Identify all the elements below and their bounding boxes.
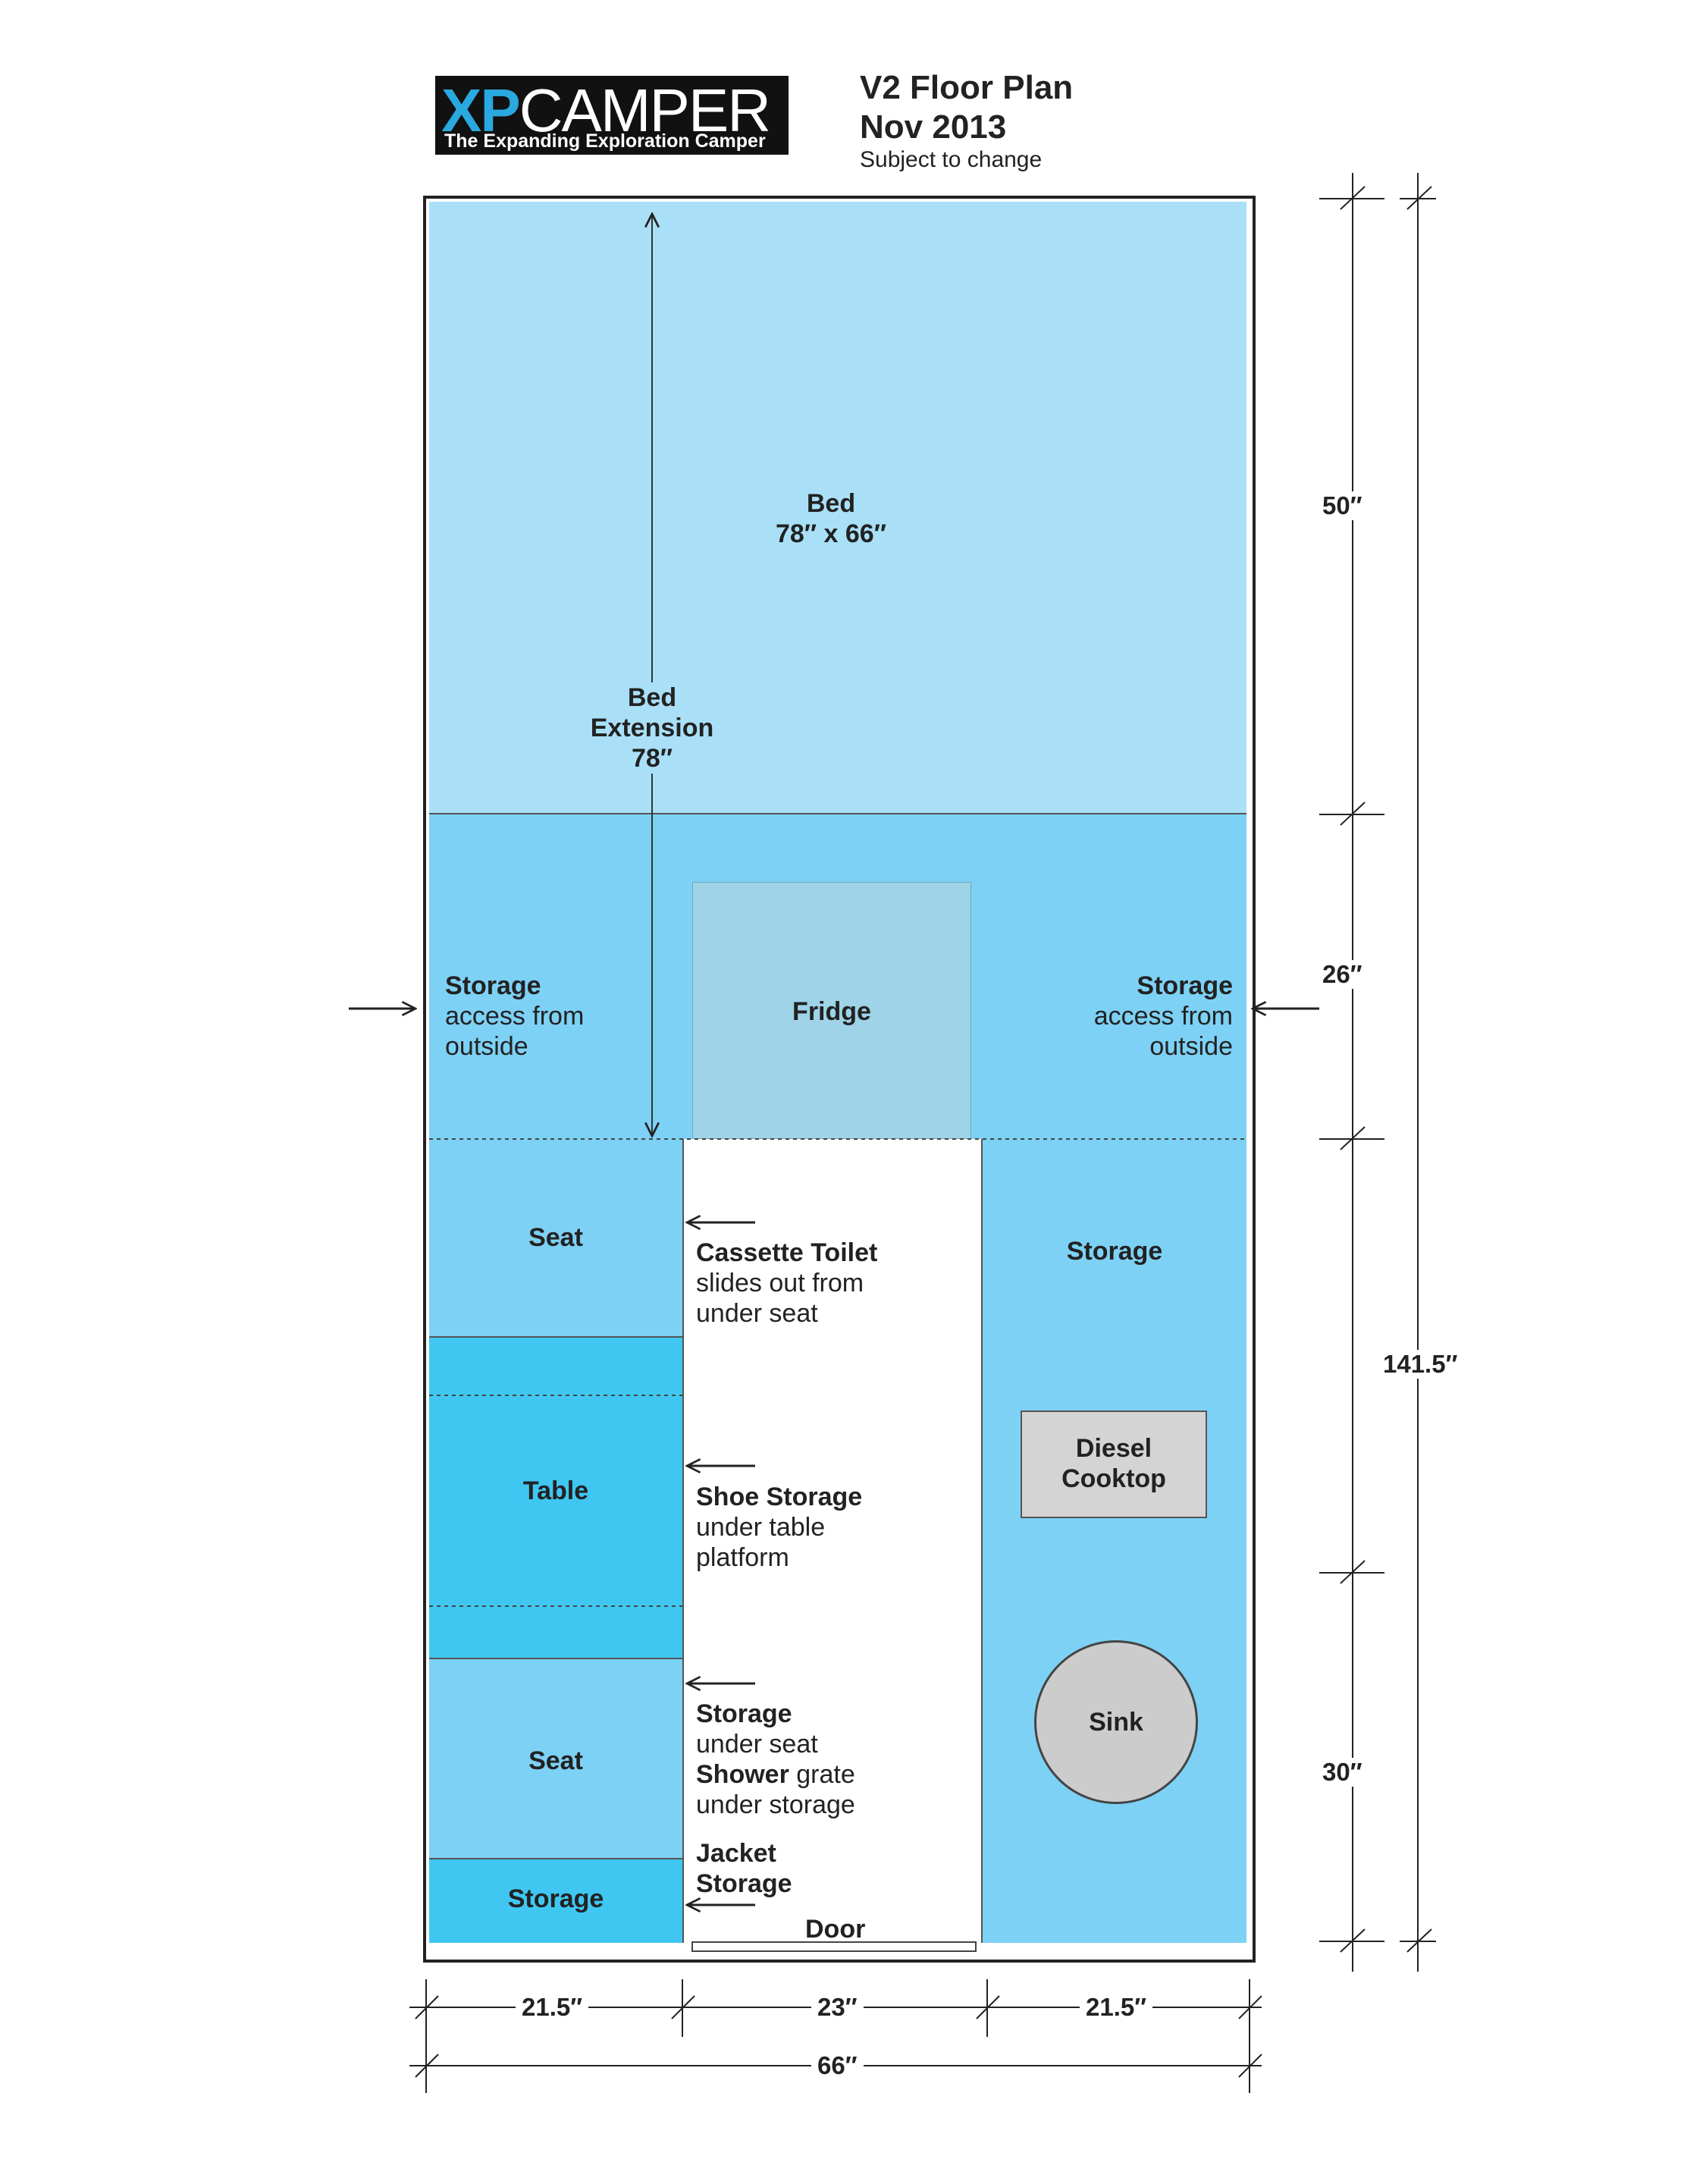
logo-camper: CAMPER [519,77,771,144]
dim-lower-length: 30″ [1316,1758,1369,1787]
logo-wordmark: XPCAMPER [441,74,771,147]
bed-extension-line1: Bed [627,683,677,712]
shower-note-line: Shower grate [696,1759,969,1790]
jacket-note-line2: Storage [696,1869,792,1898]
shoe-note-line2: platform [696,1543,789,1572]
diesel-cooktop [1021,1410,1207,1518]
kitchen-storage-label: Storage [1066,1237,1163,1266]
xpcamper-logo: XPCAMPER The Expanding Exploration Campe… [435,76,789,155]
storage-right-line2: outside [1149,1032,1233,1061]
shoe-storage-note: Shoe Storage under table platform [696,1482,969,1573]
kitchen-storage-zone [983,1139,1246,1943]
bed-size: 78″ x 66″ [775,519,886,548]
bed-extension-label: Bed Extension 78″ [561,682,743,774]
cooktop-line2: Cooktop [1061,1464,1166,1493]
door-opening [691,1941,977,1952]
sink-label: Sink [1089,1708,1143,1737]
storage-note-line3: under storage [696,1790,855,1819]
cooktop-label: Diesel Cooktop [1021,1433,1207,1494]
shoe-note-title: Shoe Storage [696,1483,863,1511]
storage-right-label: Storage access from outside [1051,971,1233,1062]
storage-right-line1: access from [1093,1002,1233,1031]
logo-tagline: The Expanding Exploration Camper [444,130,766,152]
logo-xp: XP [441,77,521,144]
toilet-note: Cassette Toilet slides out from under se… [696,1238,969,1329]
storage-shower-note: Storage under seat Shower grate under st… [696,1699,969,1820]
floor-plan-outline [423,196,1256,1963]
dim-left-width: 21.5″ [516,1993,589,2022]
fridge-label: Fridge [792,997,871,1026]
shower-note-bold: Shower [696,1760,789,1789]
page-title: V2 Floor Plan [860,69,1074,106]
storage-right-title: Storage [1137,971,1233,1000]
seat-bottom [429,1659,682,1859]
shoe-note-line1: under table [696,1513,826,1542]
storage-bottom-left [429,1859,682,1943]
fridge [692,882,971,1139]
dim-total-length: 141.5″ [1377,1350,1464,1379]
dim-bed-length: 50″ [1316,491,1369,520]
shower-note-rest: grate [789,1760,855,1789]
table [429,1338,682,1659]
storage-left-line1: access from [445,1002,585,1031]
storage-bottom-label: Storage [507,1884,604,1913]
dim-total-width: 66″ [811,2051,864,2080]
storage-left-line2: outside [445,1032,528,1061]
dim-right-width: 21.5″ [1080,1993,1153,2022]
dim-aisle-width: 23″ [811,1993,864,2022]
seat-bottom-label: Seat [528,1746,583,1775]
aisle [682,1139,983,1943]
storage-left-label: Storage access from outside [445,971,627,1062]
dim-middle-length: 26″ [1316,960,1369,989]
toilet-note-line1: slides out from [696,1269,864,1298]
door-label: Door [805,1915,866,1944]
bed-title: Bed [806,489,856,518]
table-label: Table [522,1476,589,1505]
seat-top [429,1139,682,1338]
bed-label: Bed 78″ x 66″ [732,488,930,549]
cooktop-line1: Diesel [1075,1434,1152,1463]
page-date: Nov 2013 [860,108,1007,146]
sink [1034,1640,1198,1804]
toilet-note-title: Cassette Toilet [696,1238,878,1267]
seat-top-label: Seat [528,1223,583,1252]
bed-extension-line2: Extension [590,714,714,742]
jacket-storage-note: Jacket Storage [696,1838,969,1899]
jacket-note-line1: Jacket [696,1839,776,1868]
page-subtitle: Subject to change [860,147,1043,172]
storage-note-line1: under seat [696,1730,818,1759]
bed-extension-line3: 78″ [631,744,673,773]
storage-left-title: Storage [445,971,541,1000]
storage-note-title: Storage [696,1699,792,1728]
toilet-note-line2: under seat [696,1299,818,1328]
